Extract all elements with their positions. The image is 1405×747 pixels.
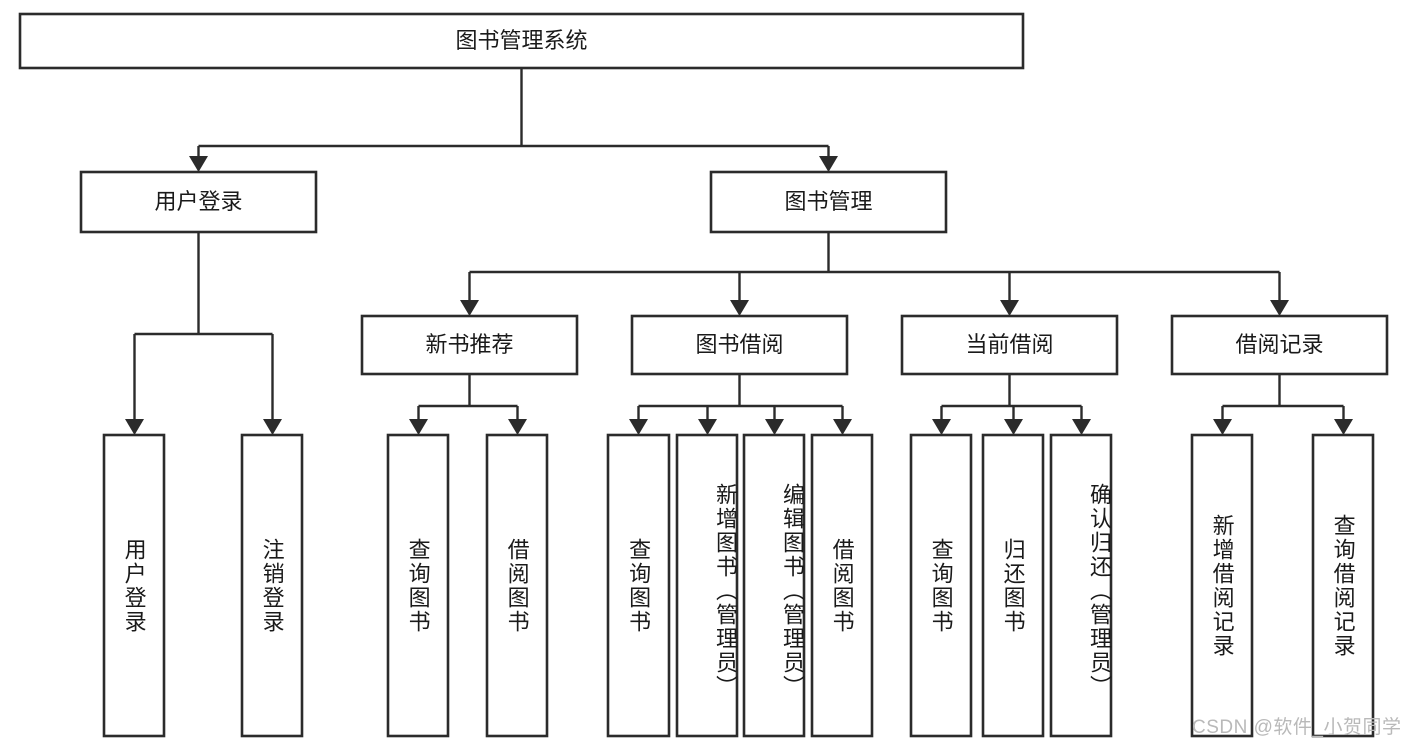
node-book-management-box[interactable] xyxy=(709,170,948,234)
node-book-borrow-label: 图书借阅 xyxy=(695,332,783,357)
node-leaf-user-logout-box[interactable] xyxy=(240,433,304,738)
connector-group-user-login xyxy=(125,232,282,435)
arrowhead-leaf-query-books-recommend xyxy=(409,419,428,435)
arrowhead-leaf-query-books-current xyxy=(932,419,951,435)
arrowhead-new-book-recommend xyxy=(460,300,479,316)
node-leaf-query-books-current-box[interactable] xyxy=(909,433,973,738)
connector-group-root xyxy=(189,68,838,172)
arrowhead-leaf-borrow-book xyxy=(833,419,852,435)
node-leaf-return-book-box[interactable] xyxy=(981,433,1045,738)
node-user-login-box[interactable] xyxy=(79,170,318,234)
connector-group-book-borrow xyxy=(629,374,852,435)
node-current-borrow[interactable]: 当前借阅 xyxy=(900,314,1119,376)
node-borrow-records[interactable]: 借阅记录 xyxy=(1170,314,1389,376)
arrowhead-leaf-add-borrow-record xyxy=(1213,419,1232,435)
arrowhead-leaf-query-books-borrow xyxy=(629,419,648,435)
node-leaf-edit-book-admin-box[interactable] xyxy=(742,433,806,738)
arrowhead-leaf-confirm-return-admin xyxy=(1072,419,1091,435)
arrowhead-leaf-edit-book-admin xyxy=(765,419,784,435)
node-borrow-records-label: 借阅记录 xyxy=(1235,332,1323,357)
node-book-management[interactable]: 图书管理 xyxy=(709,170,948,234)
arrowhead-current-borrow xyxy=(1000,300,1019,316)
node-leaf-query-books-borrow-box[interactable] xyxy=(606,433,671,738)
arrowhead-book-borrow xyxy=(730,300,749,316)
node-borrow-records-box[interactable] xyxy=(1170,314,1389,376)
node-leaf-add-borrow-record-box[interactable] xyxy=(1190,433,1254,738)
node-book-borrow[interactable]: 图书借阅 xyxy=(630,314,849,376)
connector-group-borrow-records xyxy=(1213,374,1353,435)
node-new-book-recommend[interactable]: 新书推荐 xyxy=(360,314,579,376)
node-current-borrow-box[interactable] xyxy=(900,314,1119,376)
arrowhead-leaf-return-book xyxy=(1004,419,1023,435)
node-book-management-label: 图书管理 xyxy=(784,189,872,214)
node-root-box[interactable] xyxy=(18,12,1025,70)
node-root-label: 图书管理系统 xyxy=(455,28,587,53)
node-leaf-borrow-book-box[interactable] xyxy=(810,433,874,738)
arrowhead-user-login xyxy=(189,156,208,172)
node-user-login[interactable]: 用户登录 xyxy=(79,170,318,234)
node-leaf-confirm-return-admin-box[interactable] xyxy=(1049,433,1113,738)
arrowhead-borrow-records xyxy=(1270,300,1289,316)
arrowhead-leaf-query-borrow-record xyxy=(1334,419,1353,435)
connector-group-current-borrow xyxy=(932,374,1091,435)
node-leaf-query-borrow-record-box[interactable] xyxy=(1311,433,1375,738)
connector-group-new-book-recommend xyxy=(409,374,527,435)
arrowhead-leaf-borrow-books-recommend xyxy=(508,419,527,435)
node-book-borrow-box[interactable] xyxy=(630,314,849,376)
node-leaf-borrow-books-recommend-box[interactable] xyxy=(485,433,549,738)
node-user-login-label: 用户登录 xyxy=(154,189,242,214)
arrowhead-leaf-user-logout xyxy=(263,419,282,435)
arrowhead-book-management xyxy=(819,156,838,172)
node-current-borrow-label: 当前借阅 xyxy=(965,332,1053,357)
arrowhead-leaf-add-book-admin xyxy=(698,419,717,435)
node-new-book-recommend-label: 新书推荐 xyxy=(425,332,513,357)
connector-group-book-management xyxy=(460,232,1289,316)
node-leaf-query-books-recommend-box[interactable] xyxy=(386,433,450,738)
node-new-book-recommend-box[interactable] xyxy=(360,314,579,376)
arrowhead-leaf-user-login xyxy=(125,419,144,435)
csdn-watermark: CSDN @软件_小贺同学 xyxy=(1192,717,1402,738)
node-leaf-add-book-admin-box[interactable] xyxy=(675,433,739,738)
node-root[interactable]: 图书管理系统 xyxy=(18,12,1025,70)
node-leaf-user-login-box[interactable] xyxy=(102,433,166,738)
